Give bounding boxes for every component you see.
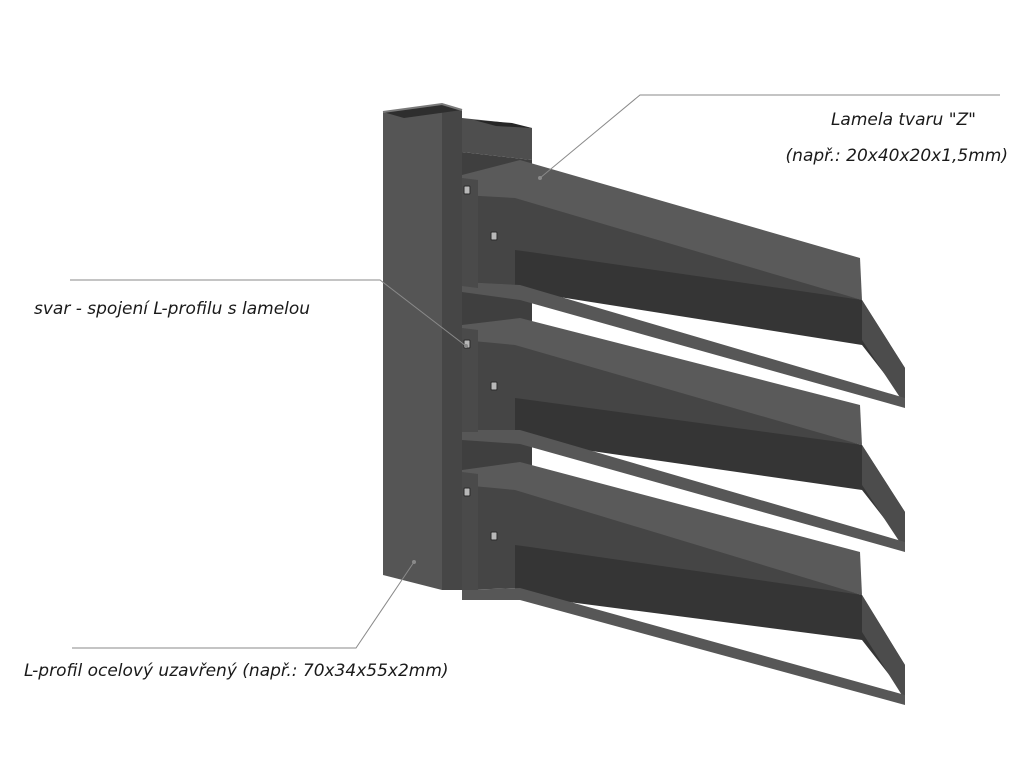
post-top-opening [383, 104, 462, 118]
leader-line-weld [70, 279, 467, 347]
lamella-1-lip [862, 300, 905, 405]
bracket-set [462, 178, 478, 590]
lamela-type-label: Lamela tvaru "Z" [830, 110, 976, 130]
weld-label: svar - spojení L-profilu s lamelou [34, 299, 311, 319]
bracket-2 [462, 328, 478, 432]
post-front-face [383, 104, 442, 590]
z-lamella-1 [462, 160, 905, 408]
lamella-3-top-face [462, 462, 862, 595]
bracket-1 [462, 178, 478, 288]
weld-point-3b [490, 531, 498, 541]
lamela-size-label: (např.: 20x40x20x1,5mm) [785, 146, 1008, 166]
z-lamella-2 [462, 318, 905, 552]
l-profile-label: L-profil ocelový uzavřený (např.: 70x34x… [24, 661, 449, 681]
post-upper-stub [462, 118, 532, 160]
lamella-1-lower-flange [515, 250, 905, 400]
leader-lines [70, 94, 1000, 649]
leader-line-l-profile [72, 561, 415, 649]
weld-point-2b [490, 381, 498, 391]
lamella-1-bottom-edge [462, 282, 905, 408]
lamella-1-top-face [462, 160, 862, 300]
leader-line-lamela [539, 94, 1000, 179]
lamella-2-lower-flange [515, 398, 905, 545]
weld-point-1a [463, 185, 471, 195]
bracket-3 [462, 472, 478, 590]
lamella-3-bottom-edge [462, 588, 905, 705]
post-side-face [442, 104, 462, 590]
lamella-2-lip [862, 445, 905, 550]
lamella-3-lower-flange [515, 545, 905, 695]
lamella-2-bottom-edge [462, 430, 905, 552]
weld-points [463, 185, 498, 541]
lamella-2-top-face [462, 318, 862, 445]
weld-point-1b [490, 231, 498, 241]
lamella-3-lip [862, 595, 905, 700]
weld-point-3a [463, 487, 471, 497]
z-lamella-3 [462, 462, 905, 705]
